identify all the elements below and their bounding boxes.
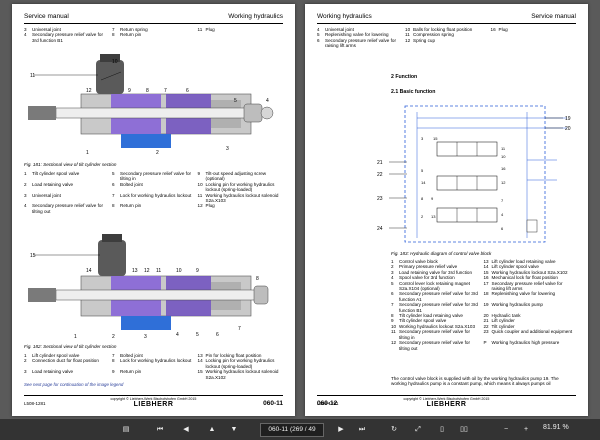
schematic-label-left: 22 <box>377 172 383 178</box>
fig2-label: 11 <box>156 268 161 274</box>
fig2-label: 9 <box>196 268 199 274</box>
left-footer-code: L508-1281 <box>24 401 46 406</box>
schematic-label-inner: 14 <box>421 180 426 185</box>
fig2-label: 15 <box>30 253 36 259</box>
left-footer-copyright: copyright © Liebherr-Werk Bischofshofen … <box>110 397 197 401</box>
fit-page-icon[interactable]: ⤢ <box>415 426 421 433</box>
viewer-toolbar: ▤ ⏮ ◀ ▲ ▼ 060-11 (269 / 49 ▶ ⏭ ↻ ⤢ ▯ ▯▯ … <box>0 419 600 440</box>
rotate-icon[interactable]: ↻ <box>391 426 397 433</box>
fig2-label: 12 <box>144 268 150 274</box>
fig1-label: 10 <box>112 59 118 65</box>
schematic-label-left: 23 <box>377 196 383 202</box>
schematic-label-inner: 13 <box>431 214 436 219</box>
scroll-down-icon[interactable]: ▼ <box>230 426 238 433</box>
fig2-label: 7 <box>238 326 241 332</box>
schematic-label-inner: 2 <box>421 214 424 219</box>
left-page-footer: L508-1281 copyright © Liebherr-Werk Bisc… <box>24 395 283 410</box>
next-page-icon[interactable]: ▶ <box>338 426 344 433</box>
schematic-label-inner: 8 <box>421 196 424 201</box>
fig1-label: 2 <box>156 150 159 156</box>
section-title: 2 Function <box>391 74 418 80</box>
zoom-level[interactable]: 81.91 % <box>543 424 569 431</box>
fig2-label: 10 <box>176 268 182 274</box>
fig2-label: 3 <box>144 334 147 340</box>
fig2-label: 5 <box>196 332 199 338</box>
fig1-label: 12 <box>86 88 92 94</box>
fig2-label: 4 <box>176 332 179 338</box>
fig2-label: 13 <box>132 268 138 274</box>
fig2-label: 14 <box>86 268 92 274</box>
sidebar-toggle-icon[interactable]: ▤ <box>122 426 130 433</box>
left-footer-page-number: 060-11 <box>263 400 283 407</box>
right-header-section: Working hydraulics <box>317 13 372 20</box>
schematic-label-inner: 16 <box>501 166 506 171</box>
schematic-label-left: 21 <box>377 160 383 166</box>
fig1-label: 5 <box>234 98 237 104</box>
fig1-label: 7 <box>164 88 167 94</box>
schematic-label-inner: 10 <box>501 154 506 159</box>
left-header-section: Working hydraulics <box>228 13 283 20</box>
left-header-title: Service manual <box>24 13 69 20</box>
schematic-label-inner: 9 <box>431 196 434 201</box>
fig1-label: 3 <box>226 146 229 152</box>
schematic-label-left: 24 <box>377 226 383 232</box>
subsection-title: 2.1 Basic function <box>391 89 436 95</box>
fig1-label: 8 <box>146 88 149 94</box>
tilt-cylinder-section-figure-1: 11 10 12 9 8 7 6 5 4 3 1 2 <box>28 54 274 156</box>
right-header-title: Service manual <box>531 13 576 20</box>
scroll-up-icon[interactable]: ▲ <box>208 426 216 433</box>
single-page-view-icon[interactable]: ▯ <box>440 426 444 433</box>
right-page-footer: L508-1281 copyright © Liebherr-Werk Bisc… <box>317 395 576 410</box>
fig1-label: 6 <box>186 88 189 94</box>
two-page-view-icon[interactable]: ▯▯ <box>460 426 468 433</box>
schematic-label-inner: 12 <box>501 180 506 185</box>
previous-page-icon[interactable]: ◀ <box>183 426 189 433</box>
fig1-label: 1 <box>86 150 89 156</box>
zoom-out-icon[interactable]: − <box>503 426 509 433</box>
schematic-label-inner: 5 <box>421 168 424 173</box>
fig2-label: 6 <box>216 332 219 338</box>
right-footer-brand-logo: LIEBHERR <box>426 401 467 408</box>
continuation-note[interactable]: See next page for continuation of the im… <box>24 382 124 387</box>
left-page-header: Service manual Working hydraulics <box>24 13 283 24</box>
schematic-label-right: 20 <box>565 126 571 132</box>
schematic-label-inner: 11 <box>501 146 506 151</box>
schematic-label-right: 19 <box>565 116 571 122</box>
right-footer-copyright: copyright © Liebherr-Werk Bischofshofen … <box>403 397 490 401</box>
page-number-input[interactable]: 060-11 (269 / 49 <box>260 423 324 437</box>
schematic-label-inner: 4 <box>501 212 504 217</box>
last-page-icon[interactable]: ⏭ <box>358 426 366 433</box>
body-paragraph: The control valve block is supplied with… <box>391 376 559 387</box>
first-page-icon[interactable]: ⏮ <box>156 426 164 433</box>
hydraulic-schematic: 21 22 23 24 19 20 3 15 11 10 16 12 5 14 … <box>377 105 571 243</box>
fig2-caption: Fig. 182: Sectional view of tilt cylinde… <box>24 344 117 349</box>
tilt-cylinder-section-figure-2: 15 14 13 12 11 10 9 8 7 6 5 4 3 2 1 <box>28 234 269 340</box>
fig2-label: 8 <box>256 276 259 282</box>
schematic-caption: Fig. 183: Hydraulic diagram of control v… <box>391 251 492 256</box>
schematic-label-inner: 3 <box>421 136 424 141</box>
schematic-label-inner: 7 <box>501 198 504 203</box>
fig1-caption: Fig. 181: Sectional view of tilt cylinde… <box>24 162 117 167</box>
schematic-label-inner: 15 <box>433 136 438 141</box>
fig2-label: 2 <box>112 334 115 340</box>
right-page-header: Working hydraulics Service manual <box>317 13 576 24</box>
right-footer-code: L508-1281 <box>317 401 339 406</box>
fig1-label: 4 <box>266 98 269 104</box>
right-footer-page-number: 060-12 <box>317 400 338 407</box>
zoom-in-icon[interactable]: + <box>523 426 529 433</box>
fig2-label: 1 <box>74 334 77 340</box>
fig1-label: 11 <box>30 73 35 79</box>
schematic-label-inner: 6 <box>501 226 504 231</box>
fig1-label: 9 <box>128 88 131 94</box>
left-footer-brand-logo: LIEBHERR <box>133 401 174 408</box>
